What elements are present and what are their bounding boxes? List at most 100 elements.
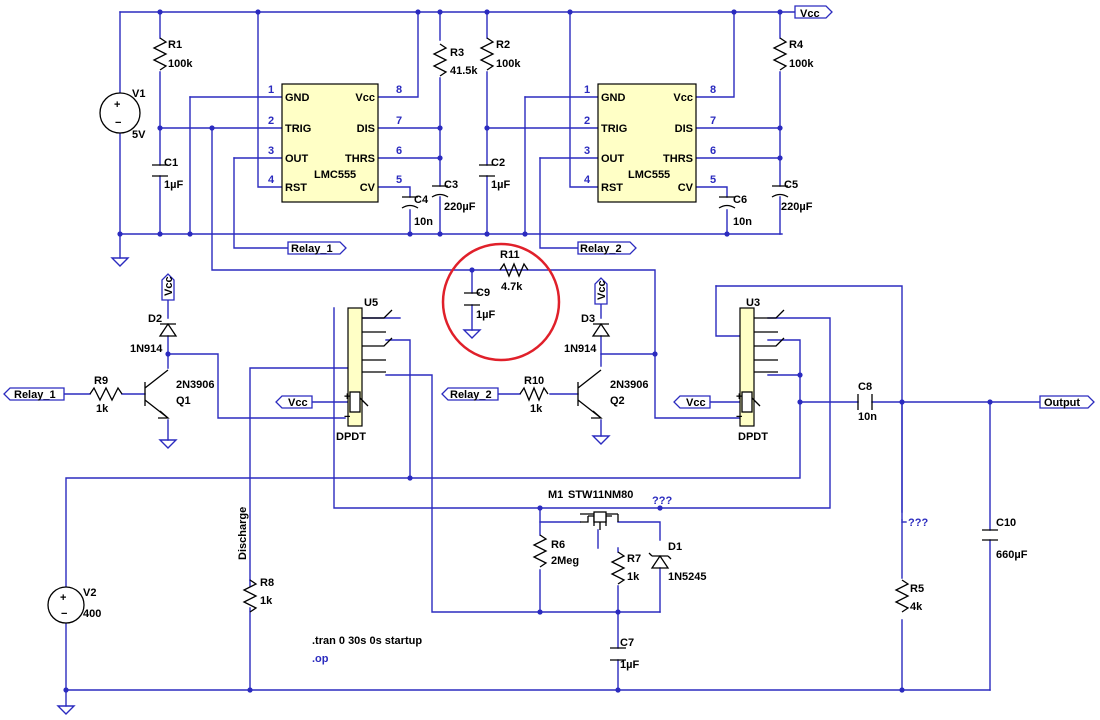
pin-number: 4	[268, 174, 275, 186]
capacitor-c1[interactable]: C1 1µF	[152, 157, 183, 191]
capacitor-c2[interactable]: C2 1µF	[479, 157, 510, 191]
ref-label: D1	[668, 541, 682, 553]
capacitor-c3[interactable]: C3 220µF	[431, 179, 476, 213]
relay-minus-label: −	[344, 411, 350, 423]
net-flag-vcc-q2[interactable]: Vcc	[594, 277, 608, 305]
relay-plus-label: +	[736, 391, 742, 403]
relay-u3[interactable]: + − U3 DPDT	[736, 297, 785, 443]
mosfet-m1[interactable]: M1 STW11NM80	[548, 489, 633, 530]
pin-number: 3	[268, 145, 274, 157]
value-label: 1N914	[564, 343, 597, 355]
value-label: 1µF	[476, 309, 495, 321]
resistor-r10[interactable]: R10 1k	[519, 375, 549, 415]
net-flag-vcc-u5[interactable]: Vcc	[275, 395, 313, 409]
pin-number: 1	[268, 84, 274, 96]
value-label: 1k	[627, 571, 640, 583]
ref-label: 2N3906	[176, 379, 215, 391]
transistor-q1[interactable]: 2N3906 Q1	[144, 369, 215, 419]
value-label: STW11NM80	[568, 489, 633, 501]
pin-number: 1	[584, 84, 590, 96]
pin-label-rst: RST	[601, 182, 623, 194]
ref-label: R4	[789, 39, 804, 51]
resistor-r8[interactable]: R8 1k	[242, 577, 274, 613]
value-label: 100k	[789, 58, 814, 70]
value-label: 10n	[414, 216, 433, 228]
resistor-r5[interactable]: R5 4k	[894, 579, 924, 613]
ref-label: R9	[94, 375, 108, 387]
resistor-r6[interactable]: R6 2Meg	[532, 534, 579, 568]
value-label: 100k	[168, 58, 193, 70]
transistor-q2[interactable]: 2N3906 Q2	[577, 369, 649, 419]
resistor-r9[interactable]: R9 1k	[89, 375, 123, 415]
spice-directive-op[interactable]: .op	[312, 653, 329, 665]
capacitor-c10[interactable]: C10 660µF	[982, 517, 1028, 561]
net-flag-output[interactable]: Output	[1039, 395, 1095, 409]
zener-diode-d1[interactable]: D1 1N5245	[648, 541, 707, 583]
net-flag-relay2-in[interactable]: Relay_2	[441, 387, 499, 401]
value-label: 1µF	[164, 179, 183, 191]
net-label: Vcc	[288, 397, 308, 409]
net-flag-vcc-top[interactable]: Vcc	[794, 5, 833, 20]
ref-label: 2N3906	[610, 379, 649, 391]
ref-label: M1	[548, 489, 563, 501]
resistor-r1[interactable]: R1 100k	[152, 37, 193, 71]
net-flag-vcc-q1[interactable]: Vcc	[161, 273, 175, 301]
relay-u5[interactable]: + − U5 DPDT	[336, 297, 393, 443]
svg-text:−: −	[115, 117, 121, 129]
pin-number: 5	[396, 174, 402, 186]
value-label: 41.5k	[450, 65, 478, 77]
spice-directive-tran[interactable]: .tran 0 30s 0s startup	[312, 635, 422, 647]
timer-ic-1[interactable]: GND TRIG OUT RST Vcc DIS THRS CV LMC555 …	[268, 83, 402, 203]
pin-number: 2	[268, 115, 274, 127]
pin-label-trig: TRIG	[601, 123, 627, 135]
capacitor-c4[interactable]: C4 10n	[401, 194, 433, 228]
wires	[63, 11, 1041, 707]
net-label: Output	[1044, 397, 1080, 409]
svg-text:+: +	[114, 99, 120, 111]
capacitor-c8[interactable]: C8 10n	[857, 381, 877, 423]
pin-number: 8	[710, 84, 716, 96]
capacitor-c9[interactable]: C9 1µF	[464, 287, 495, 321]
net-label: Relay_2	[450, 389, 492, 401]
resistor-r7[interactable]: R7 1k	[610, 551, 641, 585]
resistor-r2[interactable]: R2 100k	[479, 37, 521, 71]
net-flag-vcc-u3[interactable]: Vcc	[673, 395, 711, 409]
capacitor-c7[interactable]: C7 1µF	[610, 637, 639, 671]
value-label: DPDT	[738, 431, 768, 443]
voltage-source-v1[interactable]: + − V1 5V	[99, 88, 146, 141]
resistor-r4[interactable]: R4 100k	[772, 37, 814, 71]
pin-label-rst: RST	[285, 182, 307, 194]
net-flag-relay1-in[interactable]: Relay_1	[3, 387, 65, 401]
pin-label-gnd: GND	[285, 92, 310, 104]
pin-number: 3	[584, 145, 590, 157]
highlight-circle	[441, 242, 561, 362]
timer-ic-2[interactable]: GND TRIG OUT RST Vcc DIS THRS CV LMC555 …	[584, 83, 716, 203]
ref-label: C9	[476, 287, 490, 299]
ref-label: R7	[627, 553, 641, 565]
timer-part-label: LMC555	[628, 169, 670, 181]
capacitor-c5[interactable]: C5 220µF	[771, 179, 813, 213]
value-label: 4.7k	[501, 281, 523, 293]
diode-d3[interactable]: D3 1N914	[564, 313, 611, 355]
pin-label-dis: DIS	[675, 123, 693, 135]
resistor-r11[interactable]: R11 4.7k	[499, 249, 529, 293]
ref-label: R11	[500, 249, 520, 261]
ref-label: C8	[858, 381, 872, 393]
value-label: 2Meg	[551, 555, 579, 567]
ref-label: V2	[83, 587, 96, 599]
value-label: 10n	[858, 411, 877, 423]
ground-symbol-q2	[591, 435, 611, 445]
value-label: 1k	[530, 403, 543, 415]
pin-label-out: OUT	[601, 153, 625, 165]
capacitor-c6[interactable]: C6 10n	[718, 194, 752, 228]
ref-label: R6	[551, 539, 565, 551]
voltage-source-v2[interactable]: + − V2 400	[47, 586, 101, 624]
pin-number: 2	[584, 115, 590, 127]
ref-label: C5	[784, 179, 798, 191]
value-label: DPDT	[336, 431, 366, 443]
ref-label: C4	[414, 194, 429, 206]
net-flag-relay1-out[interactable]: Relay_1	[287, 241, 347, 255]
net-flag-relay2-out[interactable]: Relay_2	[577, 241, 637, 255]
resistor-r3[interactable]: R3 41.5k	[432, 43, 478, 77]
diode-d2[interactable]: D2 1N914	[130, 313, 178, 355]
